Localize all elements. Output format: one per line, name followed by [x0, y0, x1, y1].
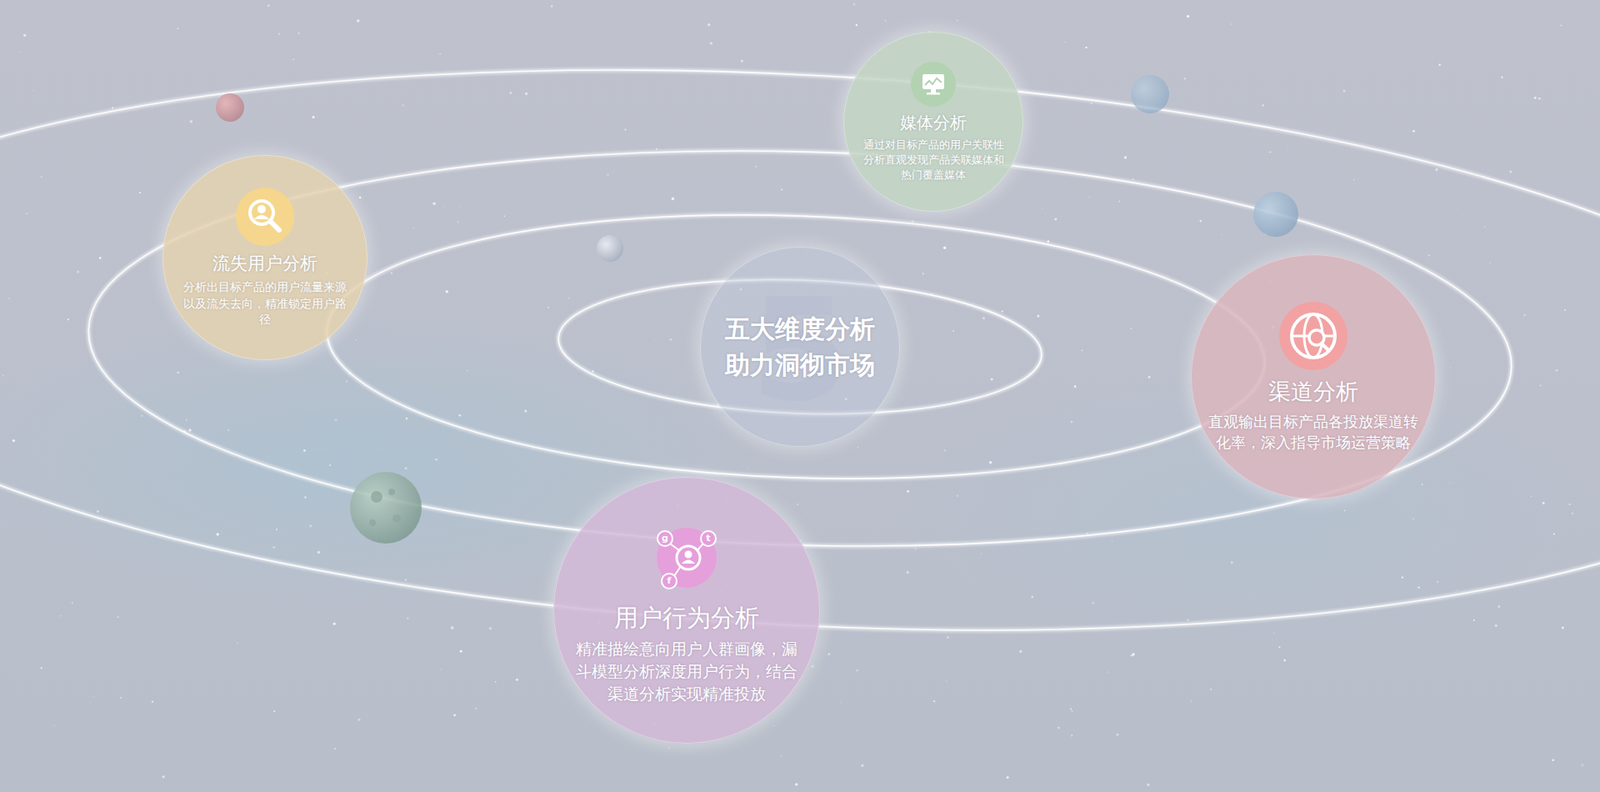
- analysis-circle: 媒体分析通过对目标产品的用户关联性分析直观发现产品关联媒体和热门覆盖媒体: [843, 31, 1024, 212]
- analysis-circle: 渠道分析直观输出目标产品各投放渠道转化率，深入指导市场运营策略: [1190, 254, 1436, 500]
- circle-content: 五大维度分析 助力洞彻市场: [716, 310, 884, 384]
- circle-content: 流失用户分析分析出目标产品的用户流量来源以及流失去向，精准锁定用户路径: [181, 186, 349, 329]
- globe-icon: [1278, 300, 1349, 371]
- media-icon: [910, 60, 957, 108]
- stars: [2, 3, 1585, 786]
- circle-content: 渠道分析直观输出目标产品各投放渠道转化率，深入指导市场运营策略: [1205, 300, 1422, 453]
- social-user-icon: [645, 515, 729, 600]
- analysis-circle: 流失用户分析分析出目标产品的用户流量来源以及流失去向，精准锁定用户路径: [162, 155, 368, 360]
- planets: [215, 75, 1299, 544]
- circle-description: 直观输出目标产品各投放渠道转化率，深入指导市场运营策略: [1205, 410, 1421, 453]
- circle-description: 分析出目标产品的用户流量来源以及流失去向，精准锁定用户路径: [181, 279, 349, 329]
- analysis-circle: 五大维度分析 助力洞彻市场: [700, 246, 900, 447]
- circle-description: 通过对目标产品的用户关联性分析直观发现产品关联媒体和热门覆盖媒体: [860, 137, 1006, 184]
- analysis-circle: 用户行为分析精准描绘意向用户人群画像，漏斗模型分析深度用户行为，结合渠道分析实现…: [553, 476, 820, 744]
- circle-title: 用户行为分析: [570, 600, 804, 635]
- circle-title: 媒体分析: [858, 110, 1009, 135]
- circle-content: 用户行为分析精准描绘意向用户人群画像，漏斗模型分析深度用户行为，结合渠道分析实现…: [570, 515, 804, 705]
- circle-description: 精准描绘意向用户人群画像，漏斗模型分析深度用户行为，结合渠道分析实现精准投放: [573, 637, 800, 705]
- circle-title: 流失用户分析: [181, 251, 349, 276]
- circle-content: 媒体分析通过对目标产品的用户关联性分析直观发现产品关联媒体和热门覆盖媒体: [858, 60, 1009, 184]
- search-user-icon: [235, 186, 295, 247]
- circle-title: 渠道分析: [1205, 375, 1422, 408]
- circle-title: 五大维度分析 助力洞彻市场: [716, 310, 884, 384]
